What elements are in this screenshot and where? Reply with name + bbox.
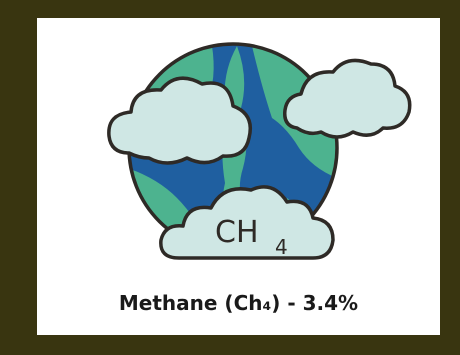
caption: Methane (Ch₄) - 3.4% [118, 291, 359, 315]
formula-main: CH [215, 215, 259, 250]
card: CH 4 Methane (Ch₄) - 3.4% [37, 18, 440, 335]
bottom-cloud: CH 4 [159, 185, 335, 260]
left-cloud [107, 76, 252, 165]
right-cloud [283, 58, 412, 139]
earth-with-clouds-icon: CH 4 [107, 42, 412, 260]
formula-subscript: 4 [275, 235, 288, 259]
